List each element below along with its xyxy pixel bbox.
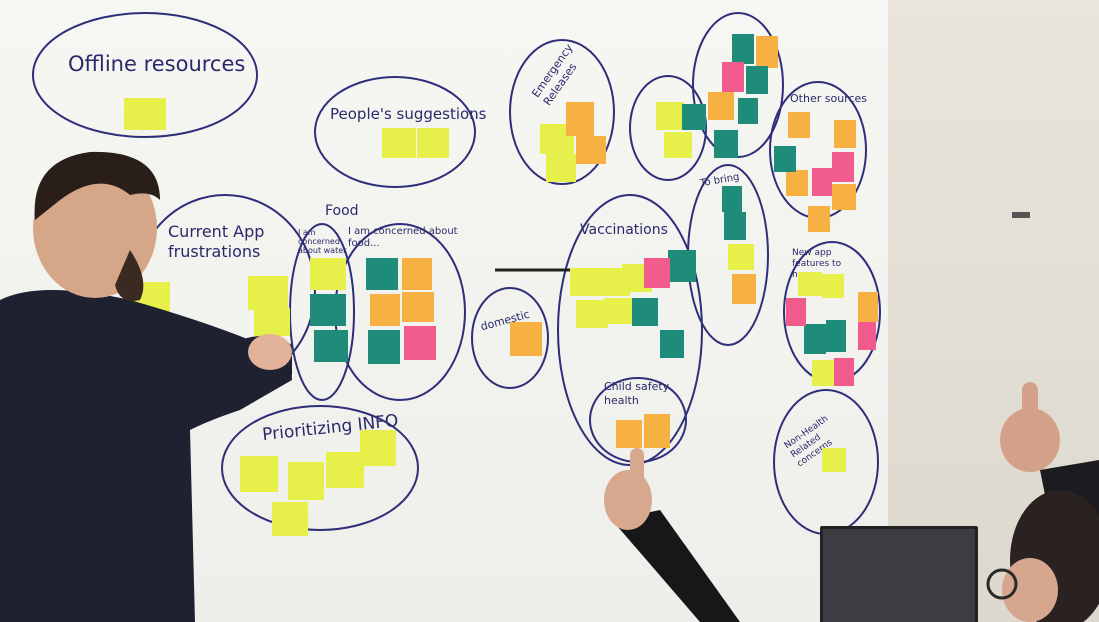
sticky-notes [124,34,878,536]
wall-outlet [1012,212,1030,218]
person-bottom-right [986,490,1099,622]
person-left [0,151,292,622]
thumbs-up-hand-center [604,448,740,622]
sticky-note-yellow [124,98,166,130]
sticky-note-pink [786,298,806,326]
sticky-note-teal [310,294,346,326]
sticky-note-teal [660,330,684,358]
circle-emergency [509,39,615,185]
sticky-note-teal [366,258,398,290]
sticky-note-pink [644,258,670,288]
sticky-note-yellow [254,308,290,336]
sticky-note-orange [510,322,542,356]
sticky-note-pink [812,168,832,196]
sticky-note-yellow [382,128,416,158]
sticky-note-teal [724,212,746,240]
label-food: I am concerned about food... [348,226,458,249]
sticky-note-teal [682,104,706,130]
label-food-header: Food [325,203,359,219]
sticky-note-yellow [798,272,822,296]
sticky-note-teal [826,320,846,352]
sticky-note-teal [774,146,796,172]
sticky-note-teal [722,186,742,212]
sticky-note-orange [566,102,594,136]
circle-peoples [314,76,476,188]
label-offline: Offline resources [68,52,246,76]
circle-prioritizing [221,405,419,531]
sticky-note-teal [746,66,768,94]
sticky-note-orange [808,206,830,232]
sticky-note-teal [738,98,758,124]
sticky-note-teal [368,330,400,364]
sticky-note-teal [632,298,658,326]
sticky-note-yellow [656,102,684,130]
sticky-note-orange [858,292,878,322]
sticky-note-orange [616,420,642,448]
sticky-note-yellow [664,132,692,158]
sticky-note-yellow [822,448,846,472]
sticky-note-yellow [570,268,602,296]
sticky-note-yellow [604,298,634,324]
sticky-note-teal [714,130,738,158]
sticky-note-yellow [288,462,324,500]
sticky-note-yellow [310,258,346,290]
sticky-note-orange [788,112,810,138]
label-child-safety: Child safety health [604,380,670,407]
sticky-note-yellow [728,244,754,270]
sticky-note-orange [370,294,400,326]
sticky-note-yellow [812,360,834,386]
sticky-note-orange [644,414,670,448]
computer-monitor [820,526,978,622]
sticky-note-teal [668,250,696,282]
sticky-note-yellow [546,154,576,182]
sticky-note-yellow [240,456,278,492]
sticky-note-orange [708,92,734,120]
sticky-note-orange [832,184,856,210]
sticky-note-yellow [360,430,396,466]
sticky-note-pink [832,152,854,182]
sticky-note-orange [402,292,434,322]
sticky-note-teal [314,330,348,362]
label-current-app: Current App frustrations [168,222,265,261]
sticky-note-pink [722,62,744,92]
sticky-note-orange [756,36,778,68]
sticky-note-teal [732,34,754,64]
sticky-note-yellow [326,452,364,488]
sticky-note-orange [732,274,756,304]
sticky-note-orange [576,136,606,164]
sticky-note-yellow [576,300,608,328]
sticky-note-yellow [272,502,308,536]
circle-domestic [471,287,549,389]
sticky-note-teal [804,324,826,354]
sticky-note-pink [404,326,436,360]
sticky-note-pink [858,322,876,350]
sticky-note-yellow [417,128,449,158]
sticky-note-orange [786,170,808,196]
label-other-sources: Other sources [790,92,867,105]
label-peoples: People's suggestions [330,105,487,123]
circle-offline [32,12,258,138]
sticky-note-orange [402,258,432,290]
label-vaccinations: Vaccinations [580,222,668,238]
label-water: I am concerned about water [298,228,347,255]
sticky-note-orange [834,120,856,148]
sticky-note-yellow [822,274,844,298]
sticky-note-pink [834,358,854,386]
sticky-note-yellow [248,276,288,310]
